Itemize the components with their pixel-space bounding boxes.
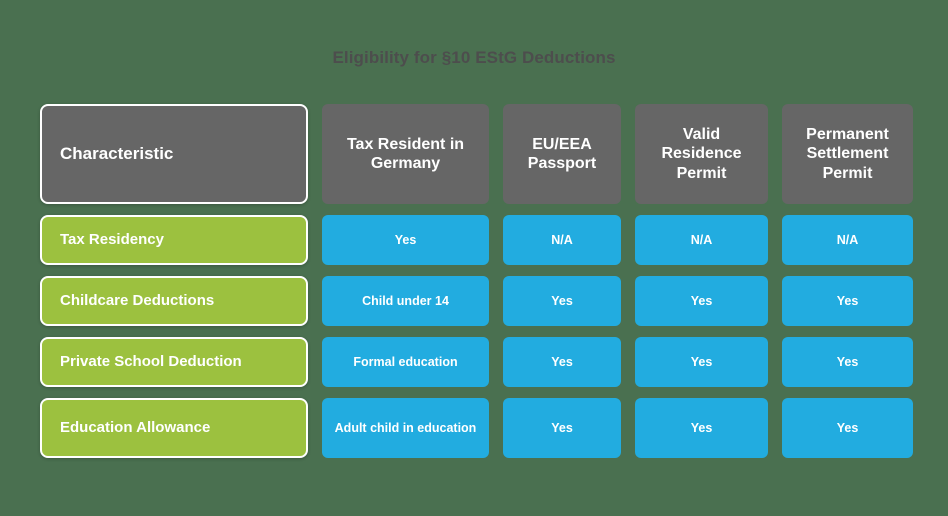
table-cell: Yes [503, 337, 621, 387]
header-cell-characteristic: Characteristic [40, 104, 308, 204]
table-cell: Yes [635, 337, 768, 387]
table-cell: Yes [782, 337, 913, 387]
header-cell-tax-resident-in-germany: Tax Resident in Germany [322, 104, 489, 204]
table-cell: Yes [635, 276, 768, 326]
table-cell: Yes [635, 398, 768, 458]
page-title: Eligibility for §10 EStG Deductions [332, 48, 616, 67]
table-cell: Adult child in education [322, 398, 489, 458]
row-label-education-allowance: Education Allowance [40, 398, 308, 458]
table-cell: Child under 14 [322, 276, 489, 326]
row-label-private-school-deduction: Private School Deduction [40, 337, 308, 387]
table-cell: N/A [503, 215, 621, 265]
header-cell-valid-residence-permit: Valid Residence Permit [635, 104, 768, 204]
table-cell: N/A [782, 215, 913, 265]
table-cell: Yes [503, 276, 621, 326]
table-cell: Formal education [322, 337, 489, 387]
row-label-tax-residency: Tax Residency [40, 215, 308, 265]
table-cell: Yes [322, 215, 489, 265]
row-label-childcare-deductions: Childcare Deductions [40, 276, 308, 326]
table-cell: Yes [782, 398, 913, 458]
table-cell: N/A [635, 215, 768, 265]
eligibility-matrix: Characteristic Tax Resident in Germany E… [40, 104, 913, 458]
header-cell-permanent-settlement-permit: Permanent Settlement Permit [782, 104, 913, 204]
header-cell-eu-eea-passport: EU/EEA Passport [503, 104, 621, 204]
table-cell: Yes [782, 276, 913, 326]
table-cell: Yes [503, 398, 621, 458]
